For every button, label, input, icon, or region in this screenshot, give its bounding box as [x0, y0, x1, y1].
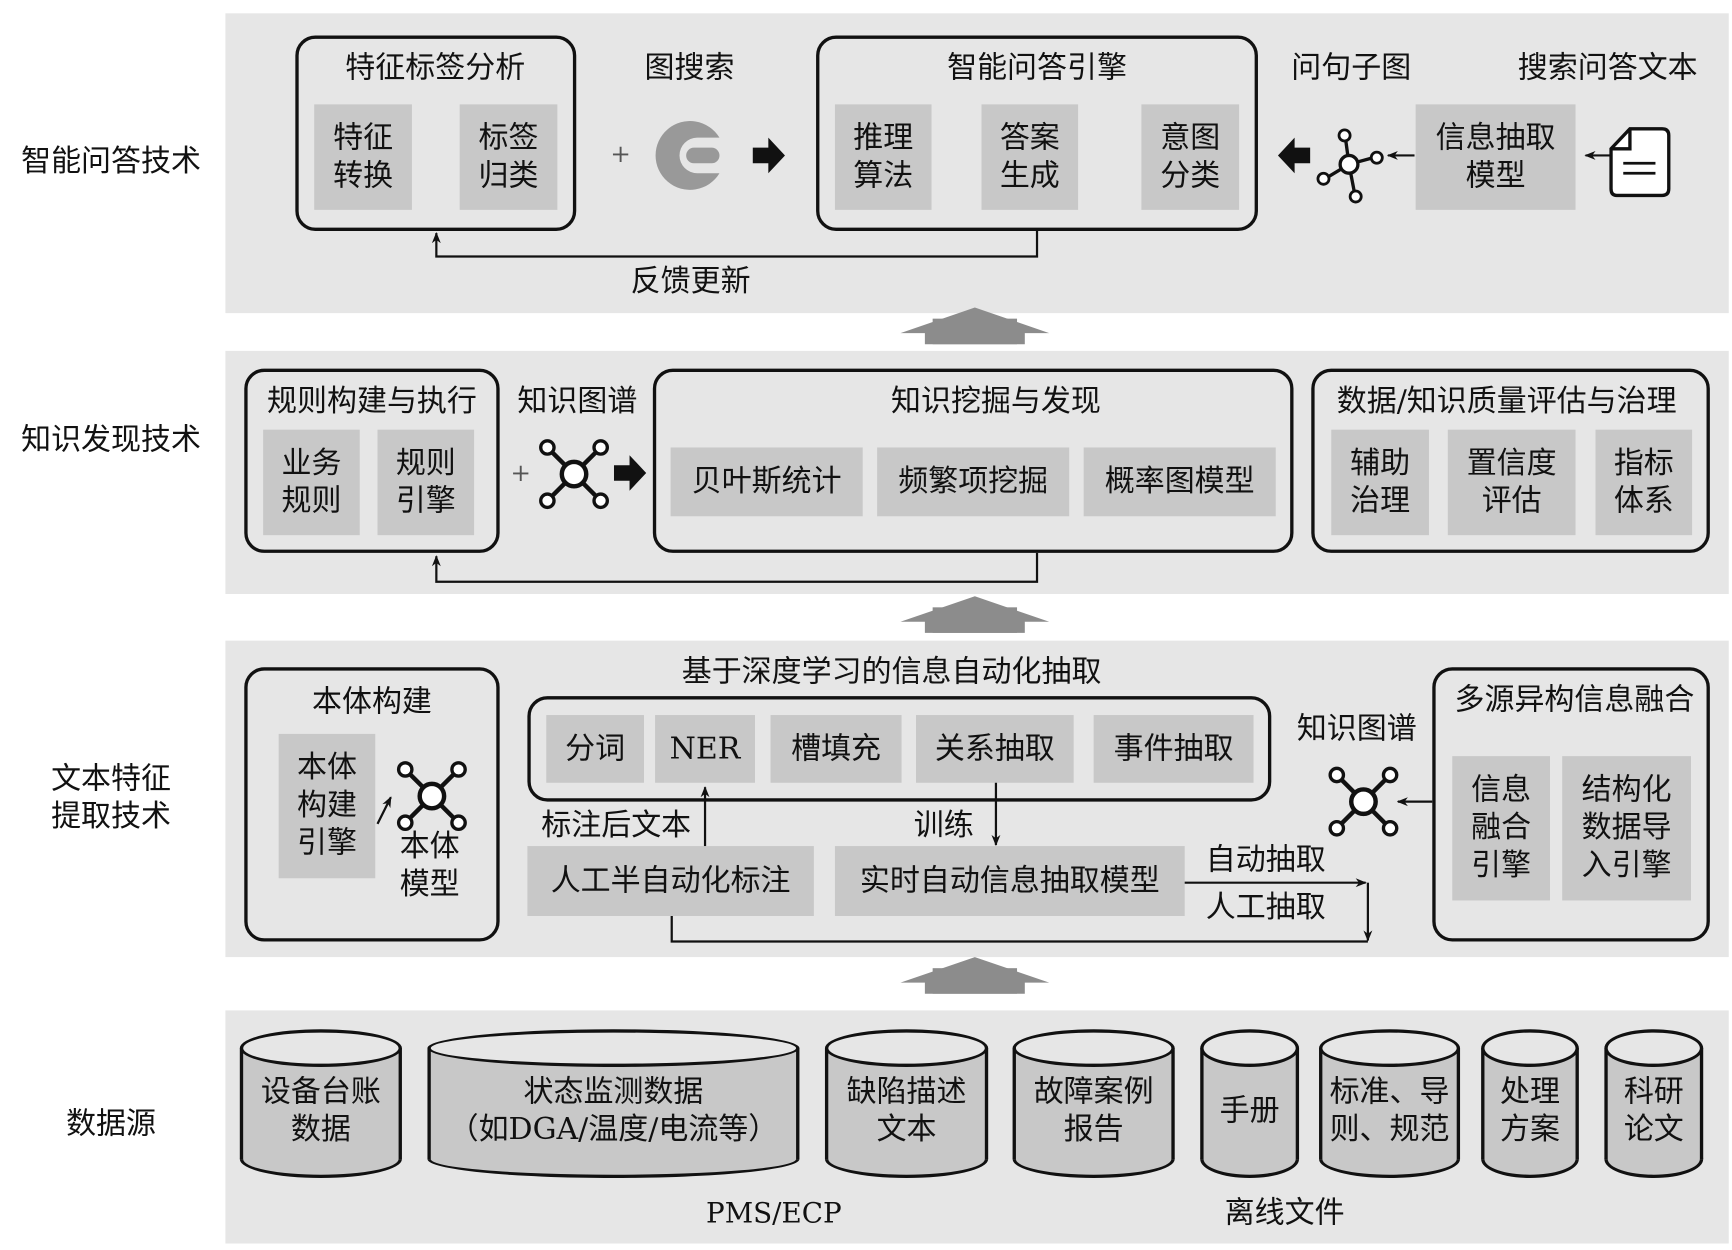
- ontology-model-icon: [399, 763, 466, 830]
- layer-label-extraction-2: 提取技术: [51, 799, 171, 834]
- question-subgraph-label: 问句子图: [1291, 51, 1412, 86]
- rule-box: [244, 368, 500, 553]
- data-source-label: 缺陷描述 文本: [846, 1074, 967, 1147]
- relation-extraction: 关系抽取: [915, 715, 1074, 783]
- document-icon: [1609, 127, 1671, 198]
- kg-label-discovery: 知识图谱: [517, 384, 638, 419]
- graph-search-icon: [655, 121, 720, 190]
- qa-engine-title: 智能问答引擎: [947, 51, 1127, 86]
- structured-import-engine: 结构化 数据导 入引擎: [1562, 756, 1691, 901]
- plus-sign: +: [610, 141, 631, 169]
- tag-classify: 标签 归类: [459, 104, 558, 210]
- data-source-label: 处理 方案: [1500, 1074, 1560, 1147]
- dl-extraction-title: 基于深度学习的信息自动化抽取: [681, 655, 1102, 690]
- layer-label-qa: 智能问答技术: [21, 144, 201, 179]
- data-source-cylinder: 科研 论文: [1604, 1029, 1704, 1179]
- feature-transform: 特征 转换: [314, 104, 412, 210]
- layer-up-arrow: [900, 596, 1050, 633]
- layer-label-source: 数据源: [66, 1106, 156, 1142]
- realtime-extraction-model: 实时自动信息抽取模型: [834, 846, 1185, 916]
- dl-extraction-box: [527, 696, 1272, 802]
- rule-engine: 规则 引擎: [377, 429, 475, 536]
- assist-governance: 辅助 治理: [1331, 429, 1429, 536]
- data-source-label: 故障案例 报告: [1033, 1074, 1154, 1147]
- feedback-label: 反馈更新: [630, 264, 751, 299]
- data-source-label: 手册: [1219, 1093, 1280, 1129]
- ontology-box: [244, 667, 500, 942]
- feedback-arrow: [431, 552, 1039, 583]
- data-source-label: 科研 论文: [1623, 1074, 1684, 1147]
- data-source-cylinder: 状态监测数据 （如DGA/温度/电流等）: [427, 1029, 800, 1179]
- arrow-left-icon: [1277, 137, 1311, 174]
- data-source-label: 设备台账 数据: [260, 1074, 381, 1147]
- feedback-arrow: [431, 229, 1039, 258]
- data-source-cylinder: 缺陷描述 文本: [824, 1029, 989, 1179]
- business-rules: 业务 规则: [263, 429, 360, 536]
- feature-tag-box: [295, 35, 577, 231]
- mining-box-title: 知识挖掘与发现: [891, 384, 1101, 419]
- slot-filling: 槽填充: [770, 715, 902, 783]
- ontology-title: 本体构建: [311, 685, 432, 720]
- answer-generation: 答案 生成: [981, 104, 1079, 210]
- knowledge-graph-icon: [541, 441, 608, 508]
- arrow-right-icon: [613, 455, 647, 491]
- manual-annotation: 人工半自动化标注: [527, 846, 814, 916]
- data-source-cylinder: 手册: [1200, 1029, 1300, 1179]
- intent-classify: 意图 分类: [1141, 104, 1240, 210]
- offline-files-label: 离线文件: [1224, 1195, 1345, 1231]
- quality-box: [1311, 368, 1710, 553]
- auto-extract-label: 自动抽取: [1205, 842, 1326, 878]
- data-source-cylinder: 处理 方案: [1481, 1029, 1579, 1179]
- annotated-text-label: 标注后文本: [541, 808, 692, 843]
- bayes-stat: 贝叶斯统计: [670, 447, 863, 517]
- ontology-engine: 本体 构建 引擎: [278, 733, 376, 879]
- data-source-cylinder: 设备台账 数据: [239, 1029, 402, 1179]
- rule-box-title: 规则构建与执行: [267, 384, 477, 419]
- layer-label-extraction-1: 文本特征: [51, 761, 171, 797]
- plus-sign: +: [510, 459, 531, 488]
- data-source-label: 状态监测数据 （如DGA/温度/电流等）: [448, 1074, 779, 1147]
- frequent-itemset: 频繁项挖掘: [877, 447, 1070, 517]
- fusion-title: 多源异构信息融合: [1454, 682, 1695, 718]
- data-source-label: 标准、导 则、规范: [1329, 1074, 1450, 1147]
- index-system: 指标 体系: [1595, 429, 1693, 536]
- event-extraction: 事件抽取: [1093, 715, 1254, 783]
- kg-label-extraction: 知识图谱: [1296, 711, 1417, 747]
- mining-box: [652, 368, 1294, 553]
- ontology-model-label: 本体 模型: [399, 829, 460, 902]
- confidence-eval: 置信度 评估: [1447, 429, 1576, 536]
- feature-tag-title: 特征标签分析: [345, 51, 526, 86]
- fusion-box: [1432, 667, 1710, 942]
- question-subgraph-icon: [1316, 128, 1384, 204]
- data-source-cylinder: 标准、导 则、规范: [1319, 1029, 1461, 1179]
- fusion-engine: 信息 融合 引擎: [1452, 756, 1550, 901]
- search-qa-text-label: 搜索问答文本: [1517, 51, 1698, 86]
- prob-graph-model: 概率图模型: [1083, 447, 1276, 517]
- arrow-right-icon: [752, 137, 785, 174]
- pms-ecp-label: PMS/ECP: [706, 1196, 842, 1230]
- manual-extract-label: 人工抽取: [1205, 890, 1326, 925]
- data-source-cylinder: 故障案例 报告: [1012, 1029, 1175, 1179]
- knowledge-graph-icon: [1330, 768, 1397, 835]
- train-label: 训练: [913, 808, 974, 843]
- quality-box-title: 数据/知识质量评估与治理: [1336, 384, 1677, 419]
- word-segmentation: 分词: [546, 715, 644, 783]
- info-extraction-model: 信息抽取 模型: [1415, 104, 1576, 210]
- layer-up-arrow: [900, 957, 1050, 994]
- graph-search-label: 图搜索: [644, 51, 735, 86]
- layer-label-discovery: 知识发现技术: [21, 423, 201, 458]
- qa-engine-box: [816, 35, 1258, 231]
- layer-up-arrow: [900, 307, 1050, 345]
- reasoning-algorithm: 推理 算法: [834, 104, 932, 210]
- ner: NER: [655, 715, 756, 783]
